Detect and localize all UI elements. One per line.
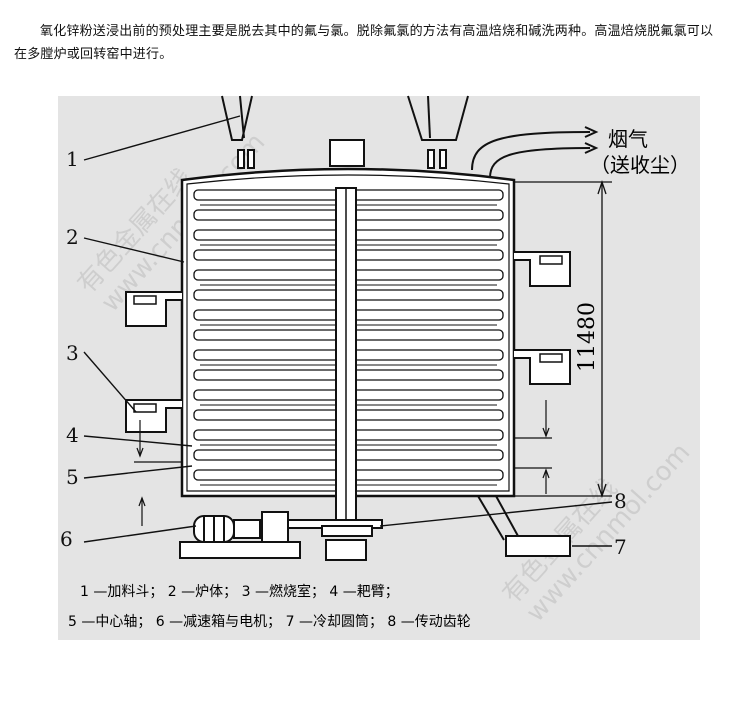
drive-assembly xyxy=(193,511,383,543)
intro-text: 氧化锌粉送浸出前的预处理主要是脱去其中的氟与氯。脱除氟氯的方法有高温焙烧和碱洗两… xyxy=(14,20,714,66)
feed-hopper-left xyxy=(221,95,255,169)
callout-7: 7 xyxy=(614,535,627,559)
callout-1: 1 xyxy=(66,147,79,171)
top-cap xyxy=(329,139,365,167)
callout-3: 3 xyxy=(66,341,79,365)
hearth-spacing-dimension xyxy=(514,400,552,494)
callout-2: 2 xyxy=(66,225,79,249)
shaft-base xyxy=(325,539,367,561)
legend-line-2: 5 —中心轴； 6 —减速箱与电机； 7 —冷却圆筒； 8 —传动齿轮 xyxy=(68,613,471,630)
feed-hopper-right xyxy=(407,95,469,169)
intro-paragraph: 氧化锌粉送浸出前的预处理主要是脱去其中的氟与氯。脱除氟氯的方法有高温焙烧和碱洗两… xyxy=(14,24,714,62)
callout-5: 5 xyxy=(66,465,79,489)
height-dimension-value: 11480 xyxy=(575,302,600,372)
legend-line-1: 1 —加料斗； 2 —炉体； 3 —燃烧室； 4 —耙臂； xyxy=(80,583,399,600)
smoke-arrows xyxy=(584,126,599,154)
callout-6: 6 xyxy=(60,527,73,551)
cooling-cylinder xyxy=(477,495,571,557)
floor-clearance-dimension xyxy=(134,420,182,526)
center-shaft xyxy=(335,187,357,529)
callout-leaders xyxy=(83,115,613,547)
drive-base xyxy=(179,541,301,559)
smoke-duct xyxy=(471,131,591,179)
smoke-label: 烟气 xyxy=(608,127,648,151)
drive-gear xyxy=(321,525,373,537)
combustion-chamber-right-upper xyxy=(514,251,571,287)
callout-4: 4 xyxy=(66,423,79,447)
smoke-destination-label: （送收尘） xyxy=(590,153,690,177)
height-dimension xyxy=(514,179,612,499)
callout-numbers: 1 2 3 4 5 6 7 8 xyxy=(60,147,627,559)
callout-8: 8 xyxy=(614,489,627,513)
combustion-chamber-right-lower xyxy=(514,349,571,385)
combustion-chamber-left-upper xyxy=(125,291,182,327)
